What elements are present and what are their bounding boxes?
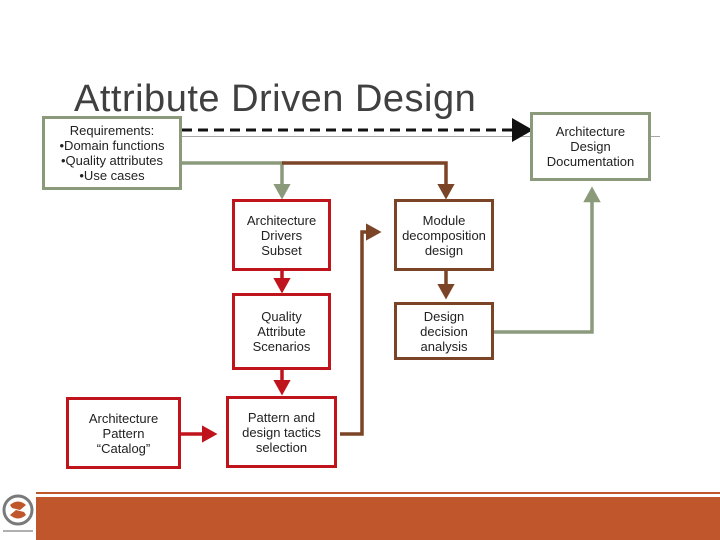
brown-arrow-to-module-decomposition	[282, 161, 455, 200]
pattern-and-design-tactics-box: Pattern and design tactics selection	[226, 396, 337, 468]
quality-attribute-scenarios-box: Quality Attribute Scenarios	[232, 293, 331, 370]
green-arrow-decision-to-documentation	[494, 186, 601, 334]
green-arrow-requirements-to-drivers	[182, 161, 291, 200]
footer-bar	[0, 497, 720, 540]
design-decision-analysis-box: Design decision analysis	[394, 302, 494, 360]
slide-title: Attribute Driven Design	[74, 78, 477, 120]
footer-accent-line	[0, 492, 720, 494]
architecture-drivers-subset-box: Architecture Drivers Subset	[232, 199, 331, 271]
module-decomposition-design-box: Module decomposition design	[394, 199, 494, 271]
title-underline	[44, 136, 660, 137]
brown-arrow-pattern-to-module	[340, 223, 382, 436]
company-logo-icon	[0, 490, 36, 540]
requirements-box: Requirements: •Domain functions •Quality…	[42, 116, 182, 190]
architecture-design-documentation-box: Architecture Design Documentation	[530, 112, 651, 181]
architecture-pattern-catalog-box: Architecture Pattern “Catalog”	[66, 397, 181, 469]
